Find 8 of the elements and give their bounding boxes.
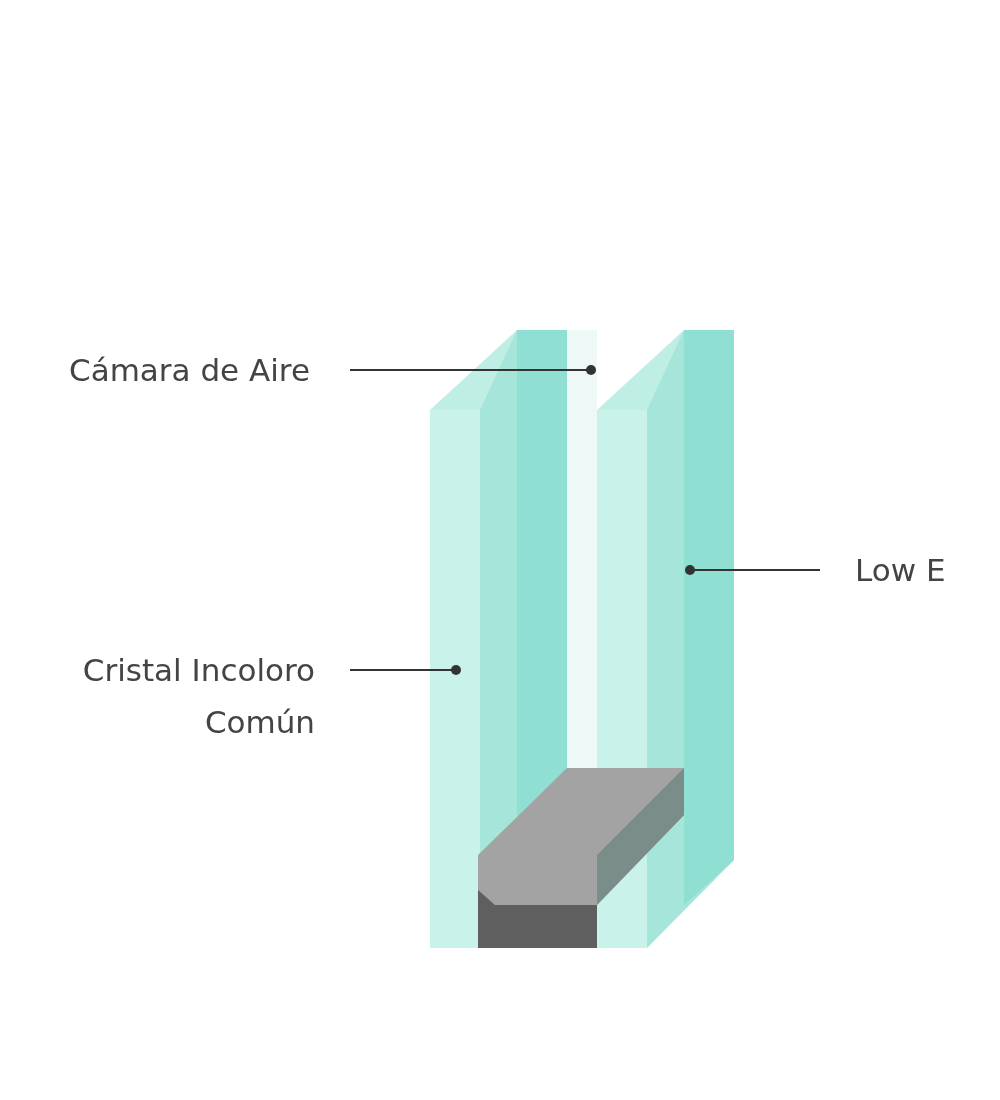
glass-pane-drawing: [597, 330, 735, 948]
part-label: Low E: [855, 544, 995, 596]
air-gap: [567, 330, 597, 768]
leader-line: [685, 565, 821, 575]
part-label: Cristal Incoloro Común: [10, 644, 315, 748]
part-label: Cámara de Aire: [10, 344, 310, 396]
leader-line: [349, 665, 461, 675]
leader-line: [349, 365, 596, 375]
